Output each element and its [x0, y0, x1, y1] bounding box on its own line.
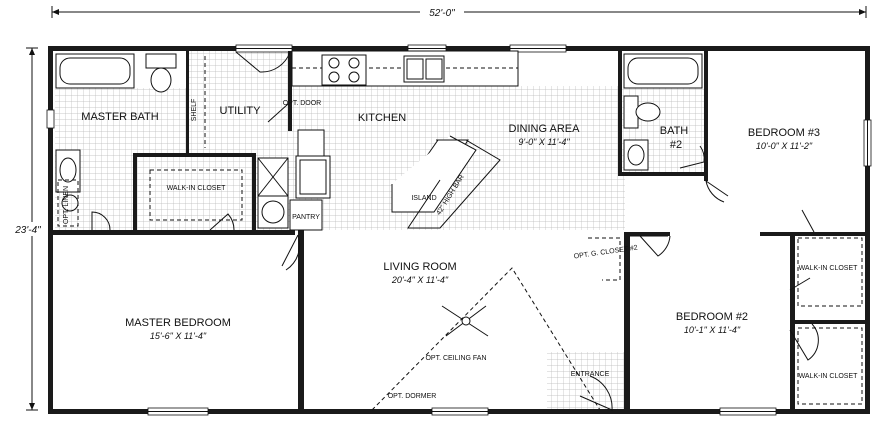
- width-dimension: 52'-0": [51, 5, 867, 19]
- island-label: ISLAND: [411, 195, 436, 202]
- ceiling-fan-label: OPT. CEILING FAN: [425, 355, 486, 362]
- depth-dimension: 23'-4": [8, 47, 54, 411]
- dormer-label: OPT. DORMER: [388, 393, 437, 400]
- bedroom3-size: 10'-0" X 11'-2": [756, 141, 813, 151]
- utility-label: UTILITY: [220, 105, 262, 117]
- entrance-label: ENTRANCE: [571, 371, 610, 378]
- living-room-size: 20'-4" X 11'-4": [391, 275, 449, 285]
- pantry-label: PANTRY: [292, 214, 320, 221]
- bath2-fixtures: [623, 53, 703, 171]
- dormer-outline: [371, 267, 601, 411]
- kitchen-label: KITCHEN: [358, 112, 406, 124]
- bedroom3-label: BEDROOM #3: [748, 127, 820, 139]
- master-bedroom-label: MASTER BEDROOM: [125, 317, 231, 329]
- room-labels: MASTER BATH SHELF UTILITY OPT. DOOR KITC…: [63, 99, 858, 400]
- living-room-label: LIVING ROOM: [383, 261, 456, 273]
- width-label: 52'-0": [429, 8, 455, 19]
- dining-area-size: 9'-0" X 11'-4": [518, 137, 570, 147]
- master-bath-label: MASTER BATH: [81, 111, 158, 123]
- bedroom2-size: 10'-1" X 11'-4": [684, 325, 741, 335]
- walkin-closet-master-label: WALK-IN CLOSET: [167, 185, 227, 192]
- ceiling-fan-icon: [441, 305, 489, 337]
- closets: [149, 169, 863, 405]
- kitchen-fixtures: [291, 50, 519, 229]
- bath2-number: #2: [670, 139, 682, 151]
- walkin-closet-br3-label: WALK-IN CLOSET: [799, 265, 859, 272]
- master-bedroom-size: 15'-6" X 11'-4": [150, 331, 207, 341]
- opt-door-label: OPT. DOOR: [283, 100, 322, 107]
- bedroom2-label: BEDROOM #2: [676, 311, 748, 323]
- exterior-walls: [46, 44, 872, 416]
- interior-walls: [53, 51, 865, 410]
- doors: [91, 51, 819, 411]
- depth-label: 23'-4": [14, 225, 41, 236]
- walkin-closet-br2-label: WALK-IN CLOSET: [799, 373, 859, 380]
- dining-area-label: DINING AREA: [509, 123, 581, 135]
- utility-fixtures: [204, 56, 331, 231]
- shelf-label: SHELF: [191, 99, 198, 122]
- bath2-label: BATH: [660, 125, 689, 137]
- master-bath-fixtures: [55, 53, 177, 227]
- opt-linen-label: OPT. LINEN: [63, 186, 70, 224]
